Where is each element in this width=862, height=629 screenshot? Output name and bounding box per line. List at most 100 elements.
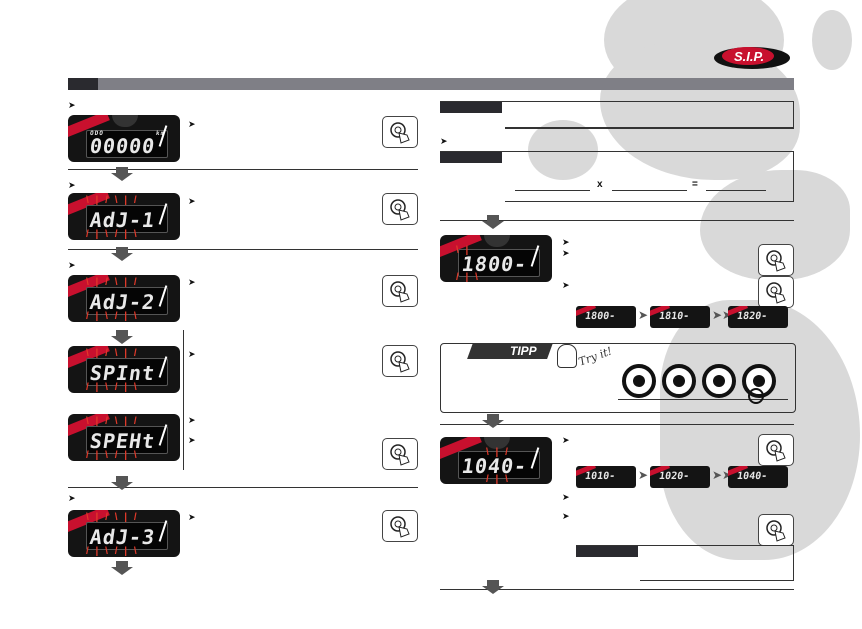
mechanic-mascot-icon xyxy=(557,344,577,368)
vertical-divider xyxy=(793,545,794,581)
arrow-bullet-icon: ➤ xyxy=(562,248,570,258)
button-press-icon[interactable] xyxy=(382,345,418,377)
button-press-icon[interactable] xyxy=(382,116,418,148)
logo-text: S.I.P. xyxy=(734,49,764,64)
arrow-bullet-icon: ➤ xyxy=(562,435,570,445)
down-arrow-icon xyxy=(111,330,133,344)
header-bar xyxy=(68,78,794,90)
sequence-text: 1020- xyxy=(658,471,690,482)
display-text: 00000 xyxy=(88,134,157,158)
arrow-bullet-icon: ➤ xyxy=(562,280,570,290)
display-screen xyxy=(86,130,168,158)
sequence-text: 1800- xyxy=(584,311,616,322)
vertical-divider xyxy=(183,330,184,470)
down-arrow-icon xyxy=(482,414,504,428)
sequence-text: 1010- xyxy=(584,471,616,482)
adj-3-display: \ | / \ | / AdJ-3 / | \ / | \ xyxy=(68,510,180,557)
formula-blank xyxy=(612,190,687,191)
sequence-display: 1810- xyxy=(650,306,710,328)
blink-rays: / | \ / | \ xyxy=(86,229,139,240)
divider xyxy=(68,249,418,250)
button-press-icon[interactable] xyxy=(382,193,418,225)
arrow-bullet-icon: ➤ xyxy=(188,435,196,445)
formula-box-label xyxy=(440,151,502,163)
display-knob xyxy=(484,235,510,247)
button-press-icon[interactable] xyxy=(758,514,794,546)
magnifier-icon xyxy=(748,388,764,404)
blink-rays: / | \ / | \ xyxy=(86,450,139,461)
arrow-bullet-icon: ➤ xyxy=(68,260,76,270)
button-press-icon[interactable] xyxy=(758,276,794,308)
button-press-icon[interactable] xyxy=(382,438,418,470)
arrow-bullet-icon: ➤ xyxy=(188,512,196,522)
sequence-text: 1820- xyxy=(736,311,768,322)
button-press-icon[interactable] xyxy=(382,510,418,542)
display-knob xyxy=(484,437,510,449)
background-blob xyxy=(528,120,598,180)
sp-int-display: \ | / \ | / SPInt / | \ / | \ xyxy=(68,346,180,393)
odometer-display: ODO km 00000 xyxy=(68,115,180,162)
double-arrow-icon: ➤ xyxy=(638,468,649,482)
arrow-bullet-icon: ➤ xyxy=(188,349,196,359)
button-press-icon[interactable] xyxy=(758,244,794,276)
divider xyxy=(640,580,794,581)
blink-rays: \ | xyxy=(456,245,471,256)
vertical-divider xyxy=(793,151,794,202)
down-arrow-icon xyxy=(111,561,133,575)
blink-rays: \ | / xyxy=(486,447,510,458)
arrow-bullet-icon: ➤ xyxy=(562,492,570,502)
button-press-icon[interactable] xyxy=(758,434,794,466)
blink-rays: \ | / \ | / xyxy=(86,348,139,359)
arrow-bullet-icon: ➤ xyxy=(562,511,570,521)
formula-equals: = xyxy=(692,179,698,190)
button-press-icon[interactable] xyxy=(382,275,418,307)
double-arrow-icon: ➤➤ xyxy=(712,468,733,482)
sequence-display: 1800- xyxy=(576,306,636,328)
down-arrow-icon xyxy=(111,167,133,181)
arrow-bullet-icon: ➤ xyxy=(188,196,196,206)
wheel-rotation-icon xyxy=(702,364,736,398)
down-arrow-icon xyxy=(482,215,504,229)
sequence-display: 1820- xyxy=(728,306,788,328)
arrow-bullet-icon: ➤ xyxy=(68,100,76,110)
blink-rays: \ | / \ | / xyxy=(86,195,139,206)
arrow-bullet-icon: ➤ xyxy=(68,180,76,190)
info-box-label xyxy=(440,101,502,113)
wheel-rotation-icon xyxy=(622,364,656,398)
tip-label: TIPP xyxy=(510,344,537,358)
divider xyxy=(576,545,794,546)
calibration-display: \ | / 1040- / | \ xyxy=(440,437,552,484)
display-screen xyxy=(86,287,168,315)
arrow-bullet-icon: ➤ xyxy=(188,415,196,425)
double-arrow-icon: ➤ xyxy=(638,308,649,322)
blink-rays: \ | / \ | / xyxy=(86,416,139,427)
divider xyxy=(440,424,794,425)
adj-1-display: \ | / \ | / AdJ-1 / | \ / | \ xyxy=(68,193,180,240)
display-screen xyxy=(458,249,540,277)
info-box xyxy=(505,101,794,128)
down-arrow-icon xyxy=(111,247,133,261)
sequence-display: 1020- xyxy=(650,466,710,488)
sequence-display: 1010- xyxy=(576,466,636,488)
sequence-display: 1040- xyxy=(728,466,788,488)
ground-line xyxy=(618,399,788,400)
blink-rays: / | \ / | \ xyxy=(86,311,139,322)
blink-rays: / | \ / | \ xyxy=(86,546,139,557)
blink-rays: / | \ / | \ xyxy=(86,382,139,393)
header-tab xyxy=(68,78,98,90)
divider xyxy=(440,220,794,221)
arrow-bullet-icon: ➤ xyxy=(562,237,570,247)
sp-eht-display: \ | / \ | / SPEHt / | \ / | \ xyxy=(68,414,180,461)
sequence-text: 1810- xyxy=(658,311,690,322)
sequence-text: 1040- xyxy=(736,471,768,482)
display-screen xyxy=(86,426,168,454)
arrow-bullet-icon: ➤ xyxy=(188,277,196,287)
sip-logo: S.I.P. xyxy=(712,44,792,70)
calibration-display: \ | 1800- / | \ xyxy=(440,235,552,282)
blink-rays: \ | / \ | / xyxy=(86,512,139,523)
arrow-bullet-icon: ➤ xyxy=(440,136,448,146)
display-knob xyxy=(112,115,138,127)
divider xyxy=(68,487,418,488)
wheel-rotation-icon xyxy=(662,364,696,398)
arrow-bullet-icon: ➤ xyxy=(68,493,76,503)
